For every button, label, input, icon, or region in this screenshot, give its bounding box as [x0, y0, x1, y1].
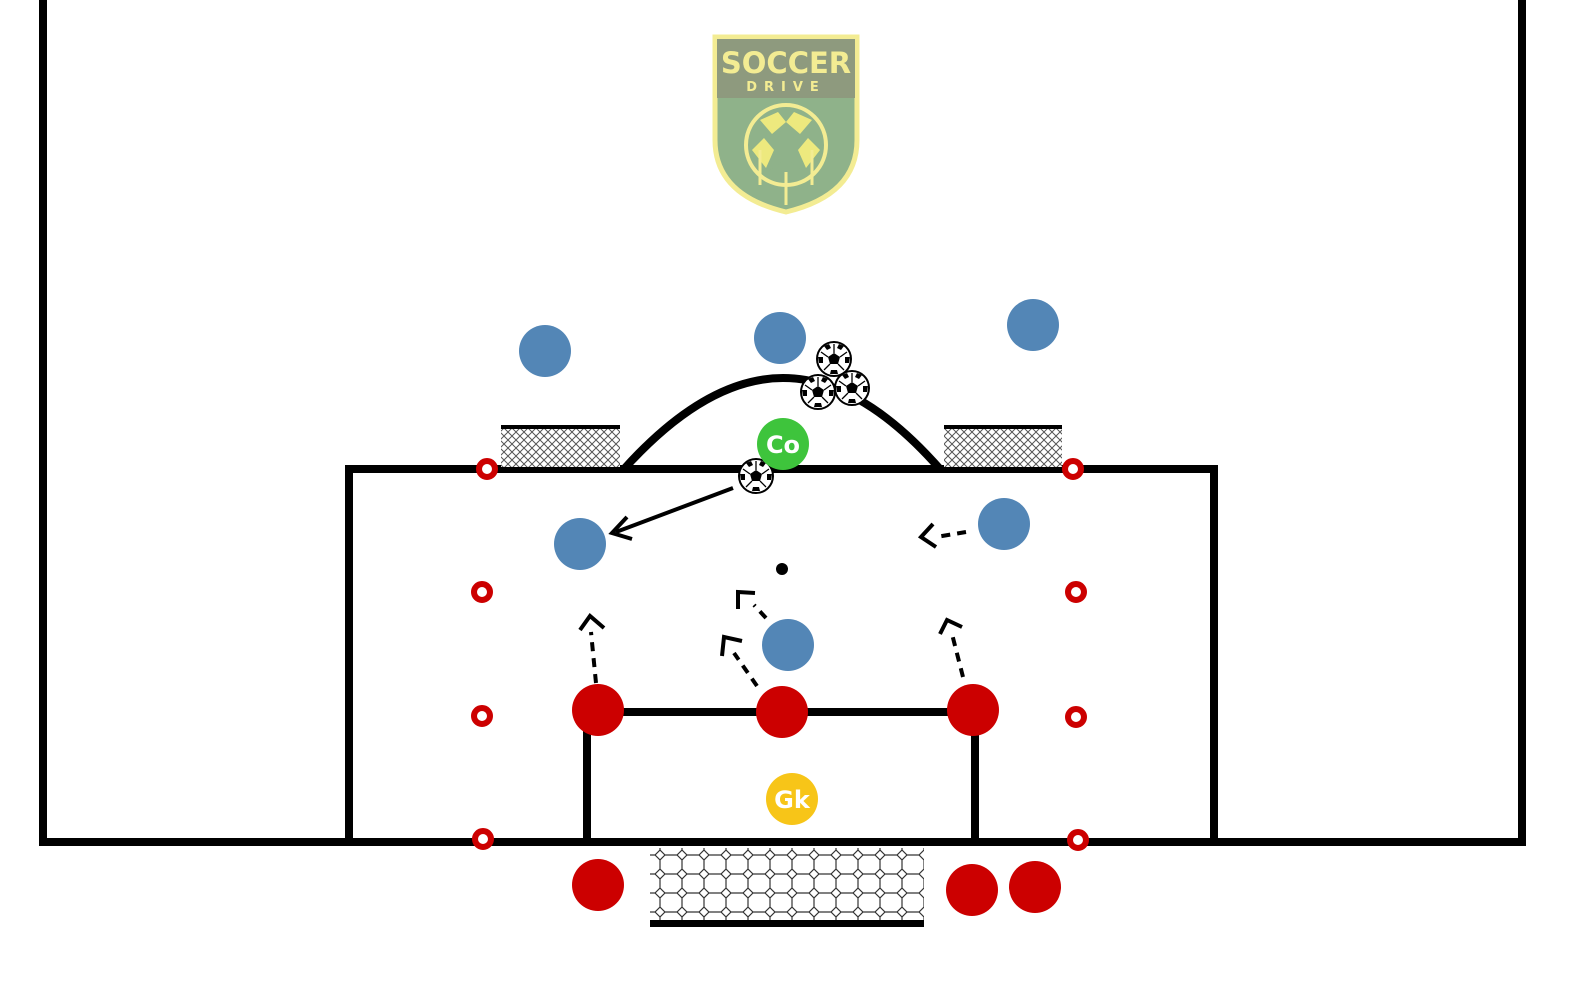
run-arrow-head [720, 634, 743, 657]
mini-goal-left [501, 425, 620, 467]
penalty-arc [621, 373, 944, 472]
pass-arrow [615, 486, 734, 534]
soccer-ball-icon [834, 370, 870, 406]
blue-player [554, 518, 606, 570]
soccer-ball-icon [800, 374, 836, 410]
red-team [572, 684, 1061, 916]
cones [471, 458, 1089, 851]
red-player [947, 684, 999, 736]
cone [471, 705, 493, 727]
cone [472, 828, 494, 850]
cone [471, 581, 493, 603]
soccer-ball-icon [816, 341, 852, 377]
coach: Co [757, 418, 809, 470]
blue-team [519, 299, 1059, 671]
blue-player [519, 325, 571, 377]
blue-player [978, 498, 1030, 550]
mini-goal-right [944, 425, 1062, 467]
run-arrow-head [938, 617, 963, 635]
goalkeeper: Gk [766, 773, 818, 825]
movement-arrows [578, 486, 967, 688]
cone [1065, 581, 1087, 603]
pass-arrow-head [608, 515, 633, 541]
main-goal [650, 848, 924, 927]
run-arrow [950, 633, 965, 678]
red-player [572, 859, 624, 911]
goalkeeper-label: Gk [774, 786, 811, 814]
blue-player [754, 312, 806, 364]
red-player [946, 864, 998, 916]
run-arrow-head [917, 522, 938, 549]
penalty-spot [776, 563, 788, 575]
coach-label: Co [766, 431, 800, 459]
run-arrow [935, 530, 967, 539]
soccer-drive-logo: SOCCER DRIVE [712, 34, 860, 215]
run-arrow [732, 651, 759, 688]
blue-player [1007, 299, 1059, 351]
cone [1065, 706, 1087, 728]
cone [1067, 829, 1089, 851]
red-player [572, 684, 624, 736]
logo-text-soccer: SOCCER [721, 46, 851, 80]
run-arrow [752, 603, 768, 620]
blue-player [762, 619, 814, 671]
logo-text-drive: DRIVE [746, 80, 826, 95]
red-player [1009, 861, 1061, 913]
red-player [756, 686, 808, 738]
run-arrow [589, 631, 598, 684]
run-arrow-head [578, 613, 606, 632]
cone [1062, 458, 1084, 480]
run-arrow-head [736, 589, 756, 609]
cone [476, 458, 498, 480]
